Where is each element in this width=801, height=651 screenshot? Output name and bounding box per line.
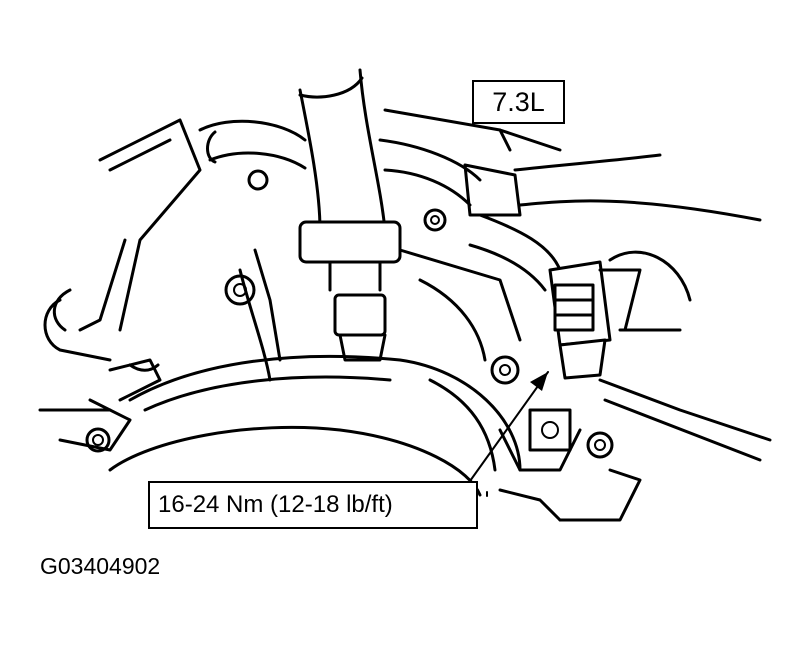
upper-hose	[298, 68, 402, 292]
callout-leader-arrow	[469, 371, 549, 497]
left-bracket	[38, 118, 202, 453]
center-housing	[224, 169, 522, 385]
sensor-fitting	[468, 213, 642, 380]
figure-id: G03404902	[40, 553, 161, 579]
torque-spec-callout: 16-24 Nm (12-18 lb/ft)	[148, 481, 478, 529]
right-bracket	[498, 250, 772, 522]
engine-size-label: 7.3L	[472, 80, 565, 124]
lower-housing	[108, 354, 582, 497]
crossover-pipe	[198, 108, 762, 222]
